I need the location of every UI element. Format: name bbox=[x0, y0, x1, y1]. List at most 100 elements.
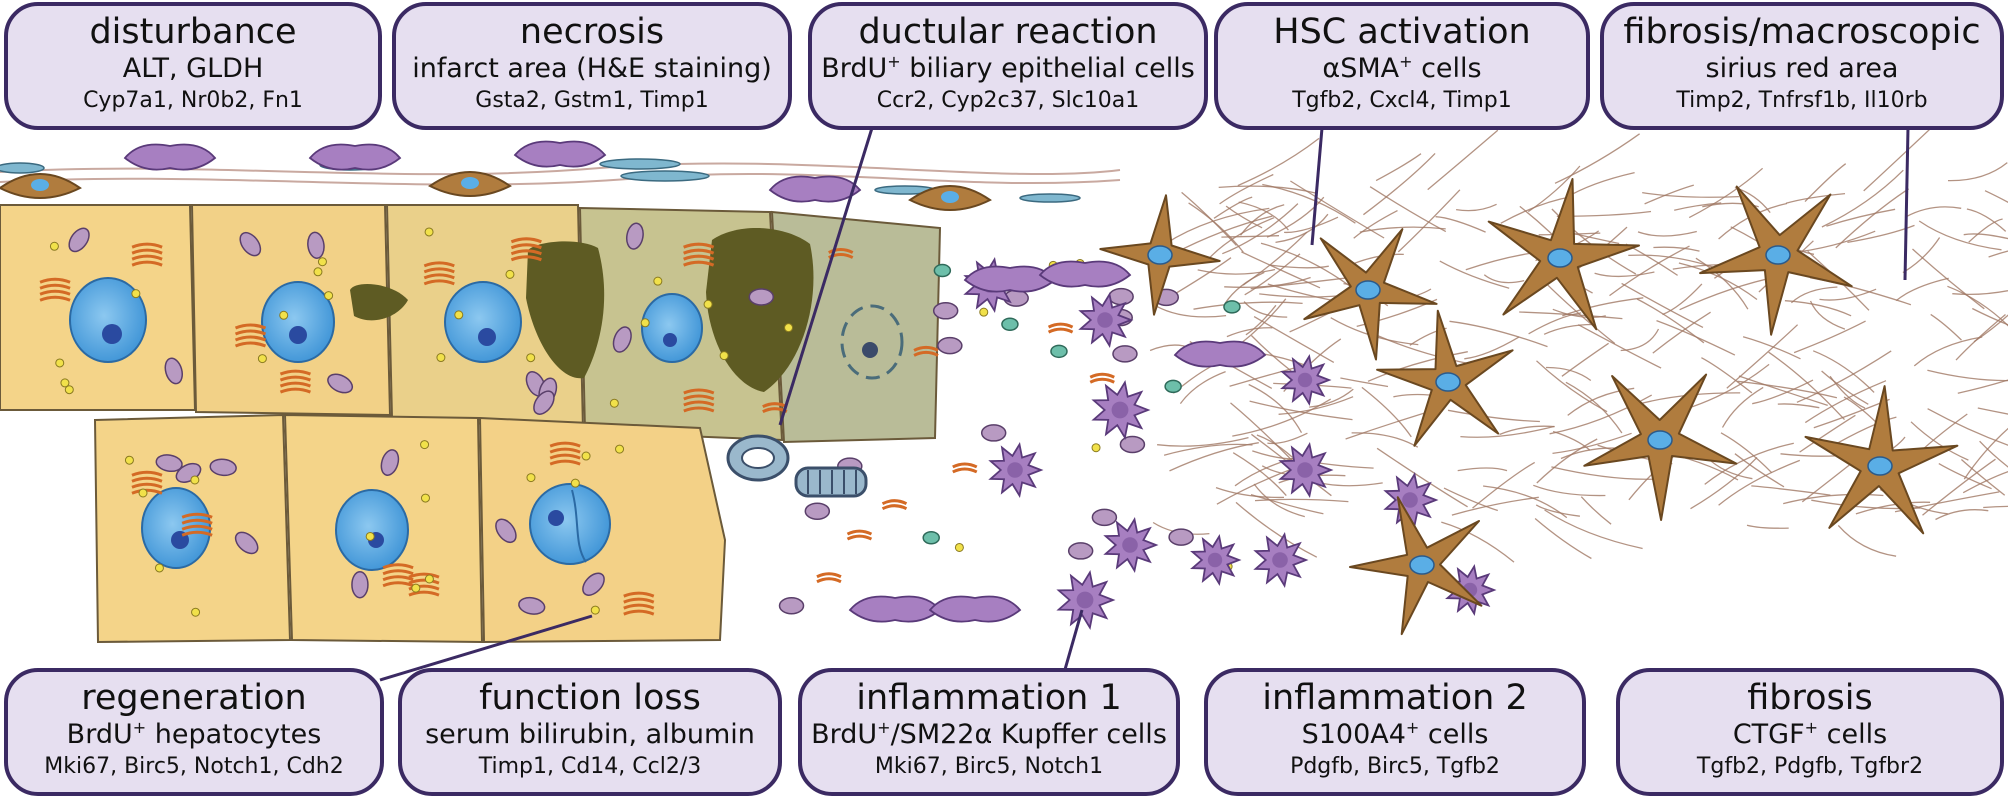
box-genes: Pdgfb, Birc5, Tgfb2 bbox=[1290, 754, 1500, 779]
er-stack bbox=[39, 277, 71, 284]
collagen-fiber bbox=[1250, 276, 1354, 290]
lipid-droplet bbox=[424, 227, 434, 237]
mitochondrion bbox=[68, 227, 90, 253]
collagen-fiber bbox=[1963, 233, 2008, 240]
collagen-fiber bbox=[1237, 137, 1320, 187]
mitochondrion bbox=[748, 288, 775, 306]
box-genes: Timp1, Cd14, Ccl2/3 bbox=[478, 754, 702, 779]
er-stack bbox=[549, 447, 581, 454]
lipid-droplet bbox=[279, 310, 289, 320]
lipid-droplet bbox=[609, 398, 619, 408]
collagen-fiber bbox=[1226, 327, 1273, 338]
box-subtitle: αSMA+ cells bbox=[1322, 52, 1482, 84]
er-stack bbox=[279, 369, 311, 376]
lipid-droplet bbox=[420, 493, 430, 503]
collagen-fiber bbox=[1289, 312, 1331, 333]
er-stack bbox=[549, 459, 581, 466]
collagen-fiber bbox=[1249, 400, 1353, 421]
collagen-fiber bbox=[1549, 394, 1653, 435]
lipid-droplet bbox=[979, 307, 989, 317]
er-stack bbox=[423, 267, 455, 274]
er-stack bbox=[408, 572, 440, 579]
collagen-fiber bbox=[1746, 524, 1789, 529]
er-stack bbox=[510, 255, 542, 262]
collagen-fiber bbox=[1439, 260, 1510, 289]
box-title: disturbance bbox=[89, 12, 297, 52]
collagen-fiber bbox=[1963, 427, 2008, 480]
collagen-fiber bbox=[1826, 208, 1896, 227]
collagen-fiber bbox=[1837, 524, 1897, 557]
collagen-fiber bbox=[1565, 381, 1623, 434]
lipid-droplet bbox=[590, 605, 600, 615]
kupffer-nucleus bbox=[1111, 401, 1129, 419]
lipid-droplet bbox=[454, 310, 464, 320]
collagen-fiber bbox=[1913, 336, 1983, 367]
collagen-fiber bbox=[1734, 453, 1785, 488]
box-title: inflammation 2 bbox=[1262, 678, 1528, 718]
collagen-fiber bbox=[1726, 324, 1799, 389]
lipid-droplet bbox=[424, 574, 434, 584]
lipid-droplet bbox=[615, 444, 625, 454]
flat-kupffer-cell bbox=[513, 140, 607, 168]
collagen-fiber bbox=[1528, 312, 1582, 335]
collagen-fiber bbox=[1284, 216, 1339, 234]
mitochondrion bbox=[380, 449, 400, 476]
lipid-droplet bbox=[313, 267, 323, 277]
collagen-fiber bbox=[1678, 262, 1758, 301]
collagen-fiber bbox=[1594, 271, 1655, 278]
collagen-fiber bbox=[1577, 324, 1662, 369]
collagen-fiber bbox=[1796, 350, 1892, 403]
vesicle bbox=[922, 530, 940, 545]
er-stack bbox=[423, 273, 455, 280]
er-stack bbox=[39, 295, 71, 302]
mitochondrion bbox=[625, 222, 644, 250]
er-stack bbox=[408, 578, 440, 585]
lipid-droplet bbox=[49, 241, 59, 251]
collagen-fiber bbox=[1243, 301, 1288, 318]
lipid-droplet bbox=[257, 354, 267, 364]
mitochondrion bbox=[582, 572, 605, 596]
vesicle bbox=[1050, 344, 1068, 359]
mitochondrion bbox=[1108, 287, 1134, 306]
collagen-fiber bbox=[1248, 383, 1303, 434]
collagen-fiber bbox=[1397, 189, 1461, 253]
er-stack bbox=[683, 254, 715, 261]
collagen-fiber bbox=[1905, 206, 1962, 218]
box-title: regeneration bbox=[81, 678, 307, 718]
lipid-droplet bbox=[55, 358, 65, 368]
kupffer-nucleus bbox=[1122, 537, 1138, 553]
lipid-droplet bbox=[411, 583, 421, 593]
box-title: fibrosis/macroscopic bbox=[1623, 12, 1981, 52]
er-stack bbox=[131, 488, 163, 495]
lipid-droplet bbox=[324, 291, 334, 301]
mitochondrion bbox=[495, 518, 517, 544]
er-stack bbox=[234, 341, 267, 348]
er-stack bbox=[683, 248, 715, 255]
collagen-fiber bbox=[1653, 246, 1700, 252]
er-stack bbox=[279, 387, 311, 394]
stellate-nucleus bbox=[1147, 245, 1173, 265]
collagen-fiber bbox=[1777, 403, 1820, 409]
collagen-fiber bbox=[1533, 484, 1606, 497]
collagen-fiber bbox=[1960, 459, 2006, 496]
collagen-fiber bbox=[1465, 252, 1532, 271]
flat-kupffer-cell bbox=[1038, 260, 1132, 288]
collagen-fiber bbox=[1353, 210, 1398, 239]
er-stack bbox=[623, 603, 655, 610]
collagen-fiber bbox=[1625, 243, 1678, 276]
stellate-nucleus bbox=[31, 179, 49, 191]
lipid-droplet bbox=[190, 475, 200, 485]
collagen-fiber bbox=[1652, 311, 1711, 354]
collagen-fiber bbox=[1843, 396, 1878, 424]
er-stack bbox=[382, 575, 414, 582]
lipid-droplet bbox=[784, 323, 794, 333]
collagen-fiber bbox=[1688, 167, 1764, 219]
collagen-fiber bbox=[1809, 277, 1912, 306]
mitochondrion bbox=[164, 357, 183, 385]
er-stack bbox=[39, 283, 71, 290]
collagen-fiber bbox=[1232, 452, 1287, 497]
box-inflammation-2: inflammation 2 S100A4+ cells Pdgfb, Birc… bbox=[1204, 668, 1586, 796]
box-genes: Timp2, Tnfrsf1b, Il10rb bbox=[1676, 88, 1928, 113]
collagen-fiber bbox=[1552, 308, 1606, 319]
collagen-fiber bbox=[1290, 180, 1385, 239]
